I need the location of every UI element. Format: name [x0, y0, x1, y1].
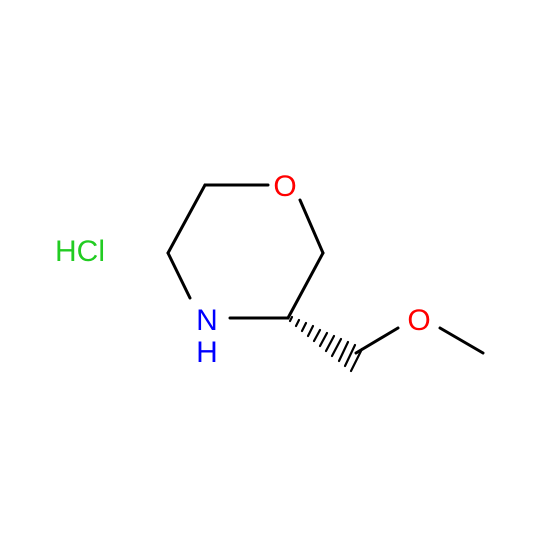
ether-oxygen-label: O: [407, 304, 430, 337]
bond-ch2-o: [354, 326, 400, 355]
bond-c2-c3: [286, 251, 325, 320]
bond-n4-c5: [166, 251, 192, 300]
bond-o1-c2: [298, 198, 325, 255]
nitrogen-hydrogen-label: H: [196, 336, 218, 369]
bond-o-ch3: [438, 326, 485, 355]
hashed-wedge-bond: [288, 315, 364, 373]
ring-oxygen-label: O: [273, 170, 296, 203]
ring-nitrogen-label: N: [196, 304, 218, 337]
hcl-label: HCl: [55, 235, 105, 268]
bond-c6-c5: [166, 183, 207, 255]
